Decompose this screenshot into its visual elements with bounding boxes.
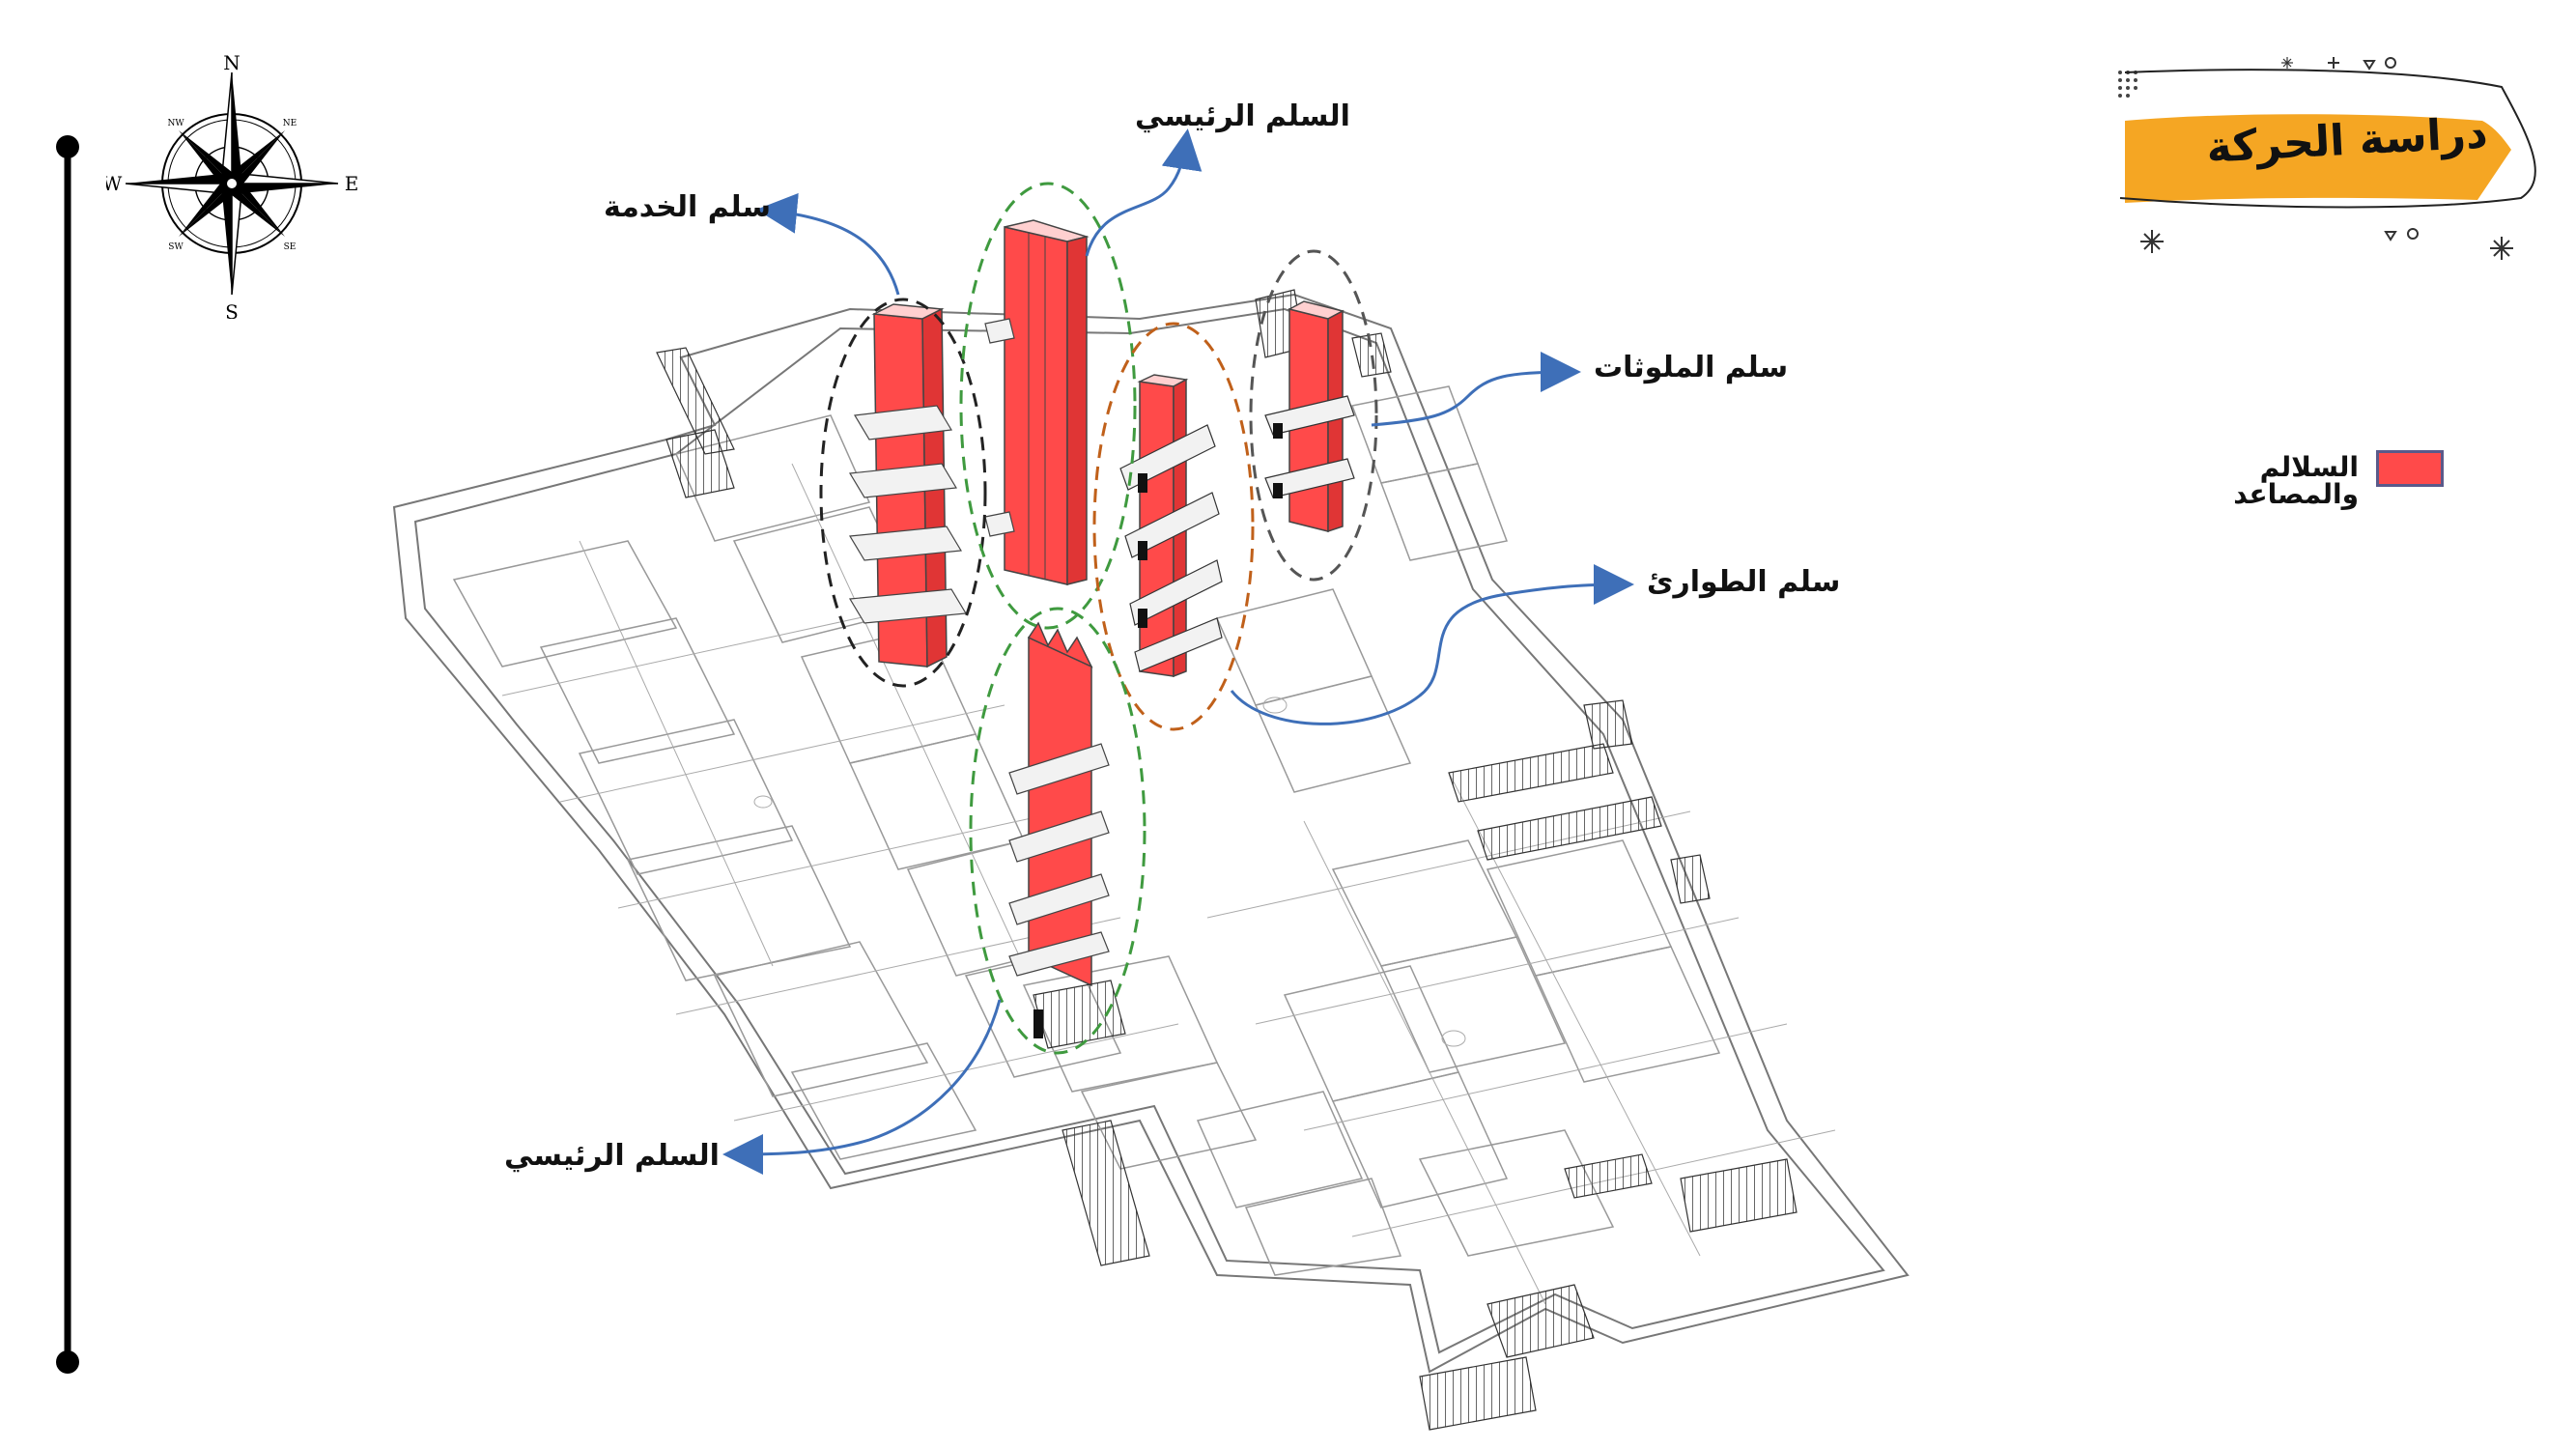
ellipse-main-top <box>959 182 1137 630</box>
core-main-top <box>984 219 1090 585</box>
compass-n: N <box>223 53 241 74</box>
stair-railings <box>656 289 1798 1431</box>
core-main-bottom <box>1008 621 1126 1049</box>
title-badge <box>2118 57 2536 260</box>
compass-e: E <box>345 172 359 195</box>
arrow-service <box>756 192 900 296</box>
ellipse-contaminated <box>1249 249 1378 582</box>
legend-label: السلالم والمصاعد <box>2233 451 2359 510</box>
badge-dots-icon <box>2118 71 2137 98</box>
label-emergency-stair: سلم الطوارئ <box>1647 565 1841 599</box>
interior-walls <box>452 385 1721 1276</box>
core-emergency <box>1119 374 1223 678</box>
label-contaminated-stair: سلم الملوثات <box>1594 351 1789 384</box>
ellipse-emergency <box>1092 322 1255 731</box>
arrow-main-bottom <box>722 999 1002 1175</box>
arrow-main-top <box>1085 128 1203 257</box>
core-service <box>848 303 968 668</box>
core-contaminated <box>1264 300 1355 533</box>
vertical-line <box>56 135 79 1374</box>
leader-arrows <box>722 128 1634 1175</box>
label-main-stair-top: السلم الرئيسي <box>1135 99 1350 133</box>
compass-se: SE <box>284 242 297 252</box>
circulation-cores <box>848 219 1355 1049</box>
building-outline <box>392 293 1910 1374</box>
compass-icon: N S E W NW NE SW SE <box>106 53 359 319</box>
compass-w: W <box>106 172 123 195</box>
label-main-stair-bottom: السلم الرئيسي <box>504 1139 720 1173</box>
compass-nw: NW <box>167 119 184 128</box>
ellipse-main-bottom <box>969 607 1146 1055</box>
compass-sw: SW <box>168 242 184 252</box>
ellipse-service <box>819 298 987 688</box>
arrow-contaminated <box>1371 352 1581 427</box>
highlight-ellipses <box>819 182 1378 1055</box>
compass-ne: NE <box>283 119 297 128</box>
label-service-stair: سلم الخدمة <box>604 190 771 224</box>
arrow-emergency <box>1230 564 1634 725</box>
legend-swatch <box>2376 450 2444 487</box>
compass-s: S <box>225 300 239 319</box>
